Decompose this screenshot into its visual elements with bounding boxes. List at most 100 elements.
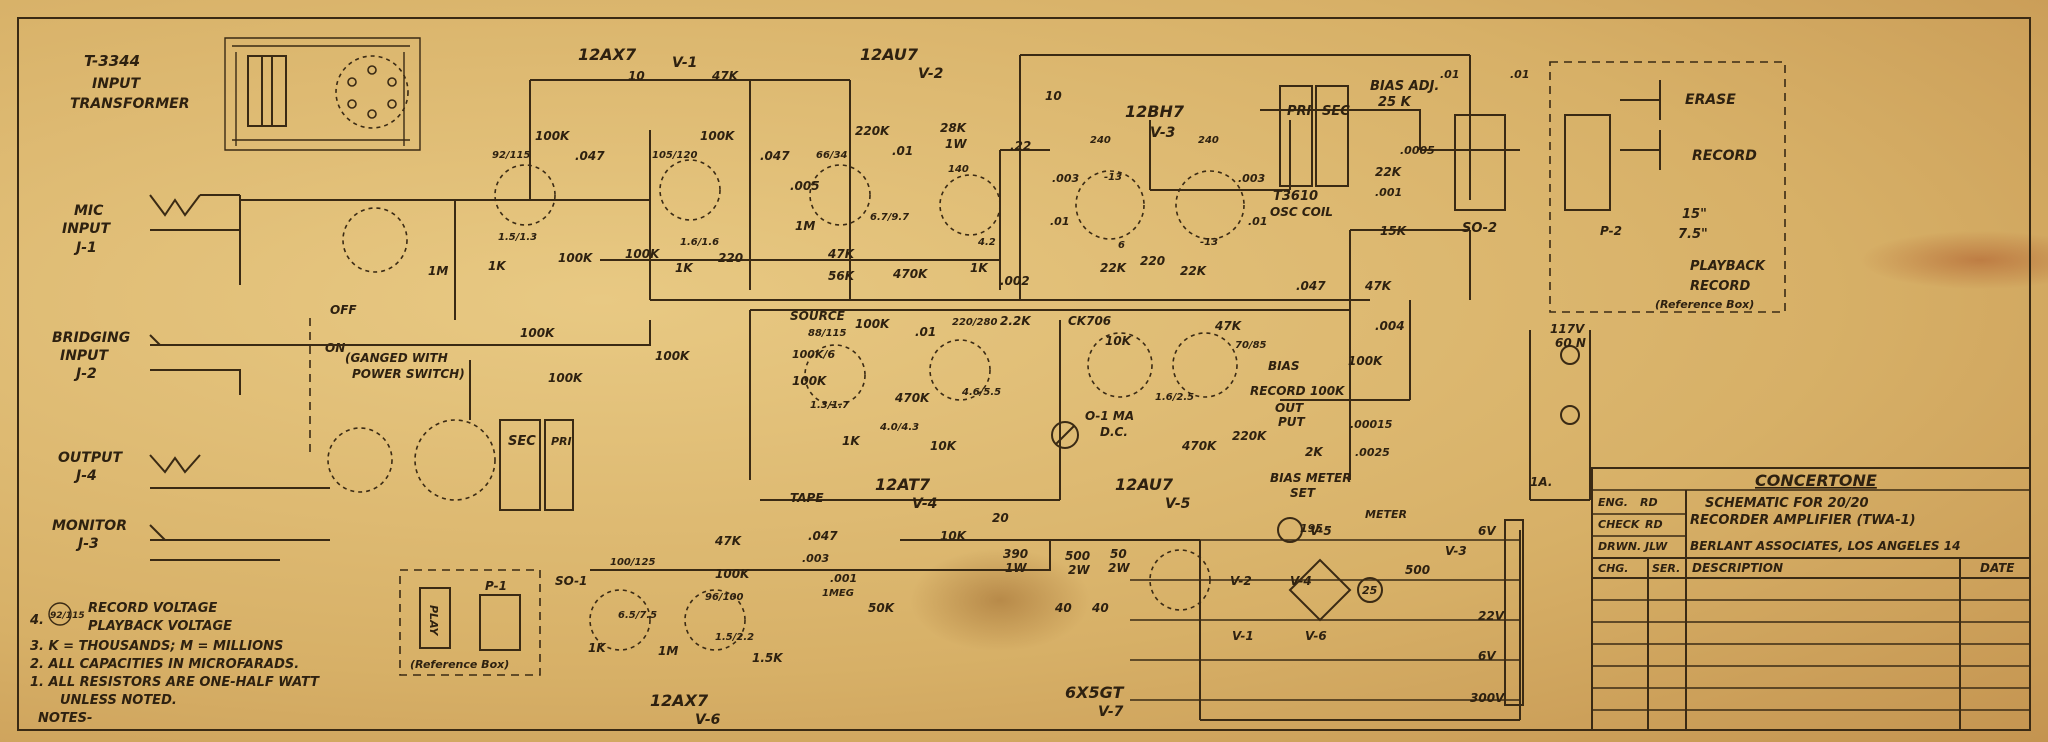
title-block <box>1591 467 2031 731</box>
mic-label-1: MIC <box>74 203 104 219</box>
v7-label: V-7 <box>1098 704 1124 720</box>
record-head-label: RECORD <box>1692 148 1757 164</box>
svg-text:.003: .003 <box>1238 172 1265 185</box>
v5-label: V-5 <box>1165 496 1191 512</box>
svg-text:1.6/1.6: 1.6/1.6 <box>680 237 719 248</box>
svg-text:220K: 220K <box>855 124 891 138</box>
svg-text:92/115: 92/115 <box>50 611 85 621</box>
lamp-25-label: 25 <box>1362 584 1378 597</box>
output-label-2: J-4 <box>73 468 97 484</box>
svg-text:10: 10 <box>1045 89 1062 103</box>
svg-text:PLAYBACK VOLTAGE: PLAYBACK VOLTAGE <box>88 619 232 634</box>
output-transformer-sec: SEC <box>508 434 536 449</box>
svg-text:.0025: .0025 <box>1355 446 1390 459</box>
heater-v1: V-1 <box>1232 629 1254 643</box>
rail-6v-b: 6V <box>1478 649 1497 663</box>
svg-text:220/280: 220/280 <box>952 317 997 328</box>
svg-text:100K: 100K <box>792 374 828 388</box>
tube-v2a <box>809 164 871 226</box>
svg-text:88/115: 88/115 <box>808 328 846 339</box>
svg-text:100K: 100K <box>548 371 584 385</box>
tube-v6b <box>684 589 746 651</box>
svg-text:NOTES-: NOTES- <box>38 711 92 726</box>
svg-text:6.7/9.7: 6.7/9.7 <box>870 212 909 223</box>
bias-adj-value: 25 K <box>1378 95 1412 110</box>
svg-text:47K: 47K <box>714 534 743 548</box>
svg-text:470K: 470K <box>894 391 931 405</box>
playback-label: PLAYBACK <box>1690 259 1766 274</box>
bias-adj-label: BIAS ADJ. <box>1370 79 1439 94</box>
svg-text:ENG.: ENG. <box>1598 496 1628 509</box>
svg-text:1W: 1W <box>1005 561 1027 575</box>
notes: 4. 92/115 RECORD VOLTAGE PLAYBACK VOLTAG… <box>29 601 320 726</box>
svg-text:1. ALL RESISTORS ARE ONE-HALF: 1. ALL RESISTORS ARE ONE-HALF WATT <box>30 675 320 690</box>
svg-text:10: 10 <box>628 69 645 83</box>
mic-input-jack <box>149 194 240 231</box>
svg-text:.001: .001 <box>1375 186 1402 199</box>
tube-v4b <box>929 339 991 401</box>
company-name: CONCERTONE <box>1755 471 1877 490</box>
svg-text:.004: .004 <box>1375 319 1405 333</box>
p2-connector <box>1564 114 1611 211</box>
svg-text:1M: 1M <box>795 219 815 233</box>
output-transformer <box>499 419 541 511</box>
svg-text:1K: 1K <box>675 261 694 275</box>
svg-text:RECORD VOLTAGE: RECORD VOLTAGE <box>88 601 217 616</box>
v6-type: 12AX7 <box>650 691 709 710</box>
pilot-195: 195 <box>1300 522 1323 535</box>
osc-coil-secondary <box>1315 85 1349 187</box>
svg-text:2W: 2W <box>1108 561 1130 575</box>
svg-text:10K: 10K <box>1105 334 1133 348</box>
svg-text:.001: .001 <box>830 572 857 585</box>
svg-text:100/125: 100/125 <box>610 557 655 568</box>
svg-text:2K: 2K <box>1305 445 1324 459</box>
set-label: SET <box>1290 486 1316 500</box>
monitor-jack <box>149 524 330 561</box>
rail-6v-a: 6V <box>1478 524 1497 538</box>
tube-v2b <box>939 174 1001 236</box>
speed-15-label: 15" <box>1682 207 1707 222</box>
svg-text:240: 240 <box>1198 135 1219 146</box>
svg-text:.002: .002 <box>1000 274 1030 288</box>
tube-v7 <box>1149 549 1211 611</box>
svg-text:100K: 100K <box>700 129 736 143</box>
svg-text:22K: 22K <box>1375 165 1403 179</box>
svg-text:.003: .003 <box>802 552 829 565</box>
svg-text:6.5/7.5: 6.5/7.5 <box>618 610 657 621</box>
v7-type: 6X5GT <box>1065 683 1124 702</box>
mains-voltage: 117V <box>1550 322 1586 336</box>
svg-text:47K: 47K <box>827 247 856 261</box>
play-switch <box>419 587 451 649</box>
osc-coil-id: T3610 <box>1273 189 1318 204</box>
mic-label-2: INPUT <box>62 221 112 237</box>
tube-v3b <box>1175 170 1245 240</box>
svg-text:.01: .01 <box>892 144 913 158</box>
p2-label: P-2 <box>1600 224 1622 238</box>
svg-text:470K: 470K <box>1181 439 1218 453</box>
tube-v3a <box>1075 170 1145 240</box>
v1-label: V-1 <box>672 55 697 71</box>
playback-ref-box-label: (Reference Box) <box>410 658 509 671</box>
svg-text:100K: 100K <box>1310 384 1346 398</box>
head-reference-box <box>1549 61 1786 313</box>
svg-text:70/85: 70/85 <box>1235 340 1267 351</box>
svg-text:220: 220 <box>1140 254 1165 268</box>
bridging-label-2: INPUT <box>60 348 110 364</box>
svg-text:22K: 22K <box>1180 264 1208 278</box>
lamp-25 <box>1357 577 1383 603</box>
svg-text:56K: 56K <box>828 269 856 283</box>
svg-text:DESCRIPTION: DESCRIPTION <box>1692 561 1783 575</box>
mic-socket <box>342 207 408 273</box>
so2-connector <box>1454 114 1506 211</box>
title-line-2: RECORDER AMPLIFIER (TWA-1) <box>1690 513 1916 528</box>
svg-text:CHECK: CHECK <box>1598 518 1641 531</box>
pilot-lamp <box>1277 517 1303 543</box>
svg-text:1.5/2.2: 1.5/2.2 <box>715 632 754 643</box>
svg-text:100K: 100K <box>625 247 661 261</box>
v2-type: 12AU7 <box>860 45 919 64</box>
svg-text:470K: 470K <box>892 267 929 281</box>
v6-label: V-6 <box>695 712 721 728</box>
meter-range: O-1 MA <box>1085 409 1134 423</box>
